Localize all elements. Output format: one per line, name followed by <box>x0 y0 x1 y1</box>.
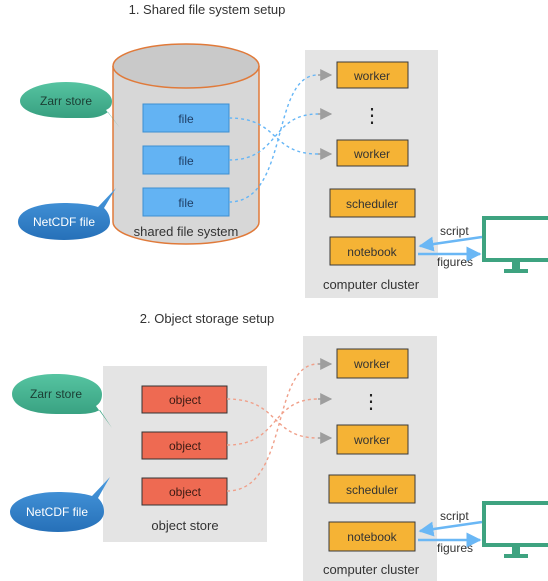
file-box <box>142 187 230 217</box>
data-link <box>228 117 319 155</box>
scheduler-label: scheduler <box>346 483 398 497</box>
worker-box <box>336 424 409 455</box>
notebook-label: notebook <box>347 530 397 544</box>
monitor-icon <box>482 501 548 558</box>
object-label: object <box>169 393 202 407</box>
object-box <box>141 477 228 506</box>
file-label: file <box>178 154 194 168</box>
zarr-label: Zarr store <box>30 387 82 401</box>
object-label: object <box>169 485 202 499</box>
netcdf-label: NetCDF file <box>33 215 95 229</box>
object-label: object <box>169 439 202 453</box>
script-label: script <box>440 509 469 523</box>
data-links <box>228 74 319 203</box>
scheduler-box <box>328 474 416 504</box>
worker-box <box>336 348 409 379</box>
scheduler-box <box>329 188 416 218</box>
section-shared-file-system: 1. Shared file system setup shared file … <box>18 2 548 298</box>
data-link <box>228 74 319 203</box>
ellipsis: ⋮ <box>361 391 381 413</box>
script-label: script <box>440 224 469 238</box>
section-title: 1. Shared file system setup <box>129 2 286 17</box>
zarr-store-bubble: Zarr store <box>20 82 120 128</box>
section-title: 2. Object storage setup <box>140 311 274 326</box>
script-arrow <box>418 520 483 537</box>
monitor-icon <box>482 216 548 273</box>
storage-label: object store <box>151 518 218 533</box>
cluster-label: computer cluster <box>323 562 420 577</box>
worker-label: worker <box>353 357 390 371</box>
data-links <box>226 363 319 492</box>
scheduler-label: scheduler <box>346 197 398 211</box>
worker-label: worker <box>353 147 390 161</box>
zarr-store-bubble: Zarr store <box>12 374 112 428</box>
notebook-label: notebook <box>347 245 397 259</box>
worker-box <box>336 61 409 89</box>
object-box <box>141 431 228 460</box>
notebook-box <box>329 236 416 266</box>
worker-label: worker <box>353 433 390 447</box>
worker-label: worker <box>353 69 390 83</box>
storage-label: shared file system <box>134 224 239 239</box>
file-box <box>142 103 230 133</box>
netcdf-label: NetCDF file <box>26 505 88 519</box>
figures-label: figures <box>437 541 473 555</box>
cluster-label: computer cluster <box>323 277 420 292</box>
data-link <box>226 398 319 446</box>
netcdf-file-bubble: NetCDF file <box>18 188 116 240</box>
figures-label: figures <box>437 255 473 269</box>
object-box <box>141 385 228 414</box>
file-label: file <box>178 112 194 126</box>
data-link <box>226 363 319 492</box>
netcdf-file-bubble: NetCDF file <box>10 477 110 532</box>
script-arrow <box>418 235 483 252</box>
ellipsis: ⋮ <box>362 105 382 127</box>
section-object-storage: 2. Object storage setup object store obj… <box>10 311 548 581</box>
zarr-label: Zarr store <box>40 94 92 108</box>
notebook-box <box>328 521 416 552</box>
worker-box <box>336 139 409 167</box>
file-label: file <box>178 196 194 210</box>
